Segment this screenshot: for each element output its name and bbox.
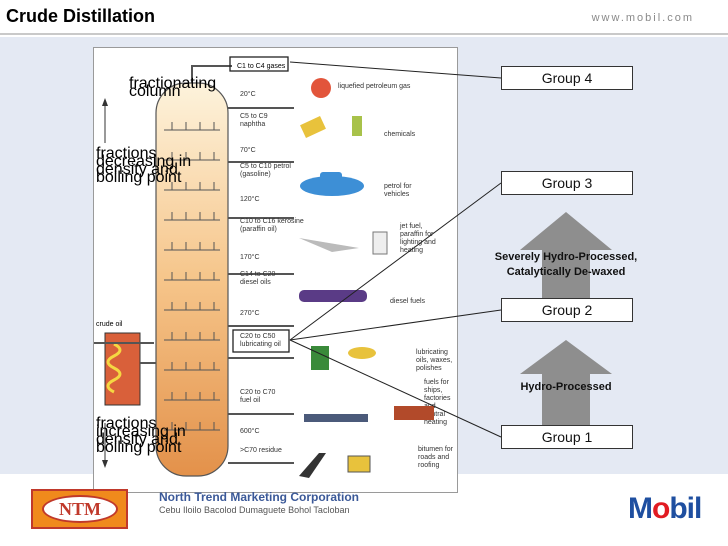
fraction-label: C20 to C70	[240, 389, 276, 396]
product-use-label: lighting and	[400, 239, 436, 246]
fractions-down-label: density and	[96, 431, 178, 448]
fractions-up-label: decreasing in	[96, 153, 191, 170]
column-trays	[164, 122, 220, 431]
column-tray	[164, 152, 220, 161]
company-cities: Cebu Iloilo Bacolod Dumaguete Bohol Tacl…	[159, 505, 350, 515]
ntm-logo: NTM	[31, 489, 128, 529]
severe-process-line-2: Catalytically De-waxed	[506, 266, 626, 278]
temperature-label: 600°C	[240, 427, 260, 435]
product-use-label: heating	[424, 419, 447, 426]
fraction-label: fuel oil	[240, 397, 261, 404]
fractions-up-label: fractions	[96, 145, 156, 162]
product-use-label: roads and	[418, 454, 449, 461]
chemicals-icon	[300, 116, 326, 138]
column-tray	[164, 122, 220, 131]
temperature-label: 20°C	[240, 90, 256, 98]
product-use-label: petrol for	[384, 183, 412, 190]
column-tray	[164, 242, 220, 251]
group-1-box: Group 1	[501, 425, 633, 449]
product-use-label: chemicals	[384, 131, 416, 138]
product-use-label: liquefied petroleum gas	[338, 83, 411, 90]
temperature-label: 270°C	[240, 309, 260, 317]
mobil-logo: Mobil	[628, 492, 702, 526]
crude-oil-label: crude oil	[96, 321, 123, 328]
group-2-box: Group 2	[501, 298, 633, 322]
column-tray	[164, 272, 220, 281]
temperature-label: 170°C	[240, 253, 260, 261]
fractions-up-label: density and	[96, 161, 178, 178]
column-tray	[164, 302, 220, 311]
ship-icon	[304, 414, 368, 422]
column-tray	[164, 422, 220, 431]
column-tray	[164, 332, 220, 341]
fraction-label: (gasoline)	[240, 171, 271, 178]
lpg-cylinder-icon	[311, 78, 331, 98]
product-use-label: polishes	[416, 365, 442, 372]
column-tray	[164, 212, 220, 221]
lubricating-highlight-box	[232, 329, 290, 353]
fraction-label: C10 to C16 kerosine	[240, 218, 304, 225]
column-label: fractionating	[129, 75, 216, 92]
road-icon	[299, 453, 326, 478]
product-use-label: paraffin for	[400, 231, 434, 238]
column-tray	[164, 392, 220, 401]
hydro-process-label: Hydro-Processed	[520, 381, 612, 393]
fractions-down-label: fractions	[96, 415, 156, 432]
fraction-label: naphtha	[240, 121, 265, 128]
fraction-label: C14 to C20	[240, 271, 276, 278]
fractions-down-label: increasing in	[96, 423, 186, 440]
fraction-label: diesel oils	[240, 279, 271, 286]
product-use-label: fuels for	[424, 379, 450, 386]
temperature-label: 120°C	[240, 195, 260, 203]
furnace	[104, 332, 141, 406]
column-tray	[164, 182, 220, 191]
gases-highlight-box	[229, 56, 289, 72]
product-use-label: bitumen for	[418, 446, 454, 453]
oil-can-icon	[311, 346, 329, 370]
column-tray	[164, 362, 220, 371]
fraction-label: (paraffin oil)	[240, 226, 277, 233]
product-use-label: lubricating	[416, 349, 448, 356]
severe-process-line-1: Severely Hydro-Processed,	[494, 251, 638, 263]
house-icon	[347, 455, 371, 473]
fraction-label: C20 to C50	[240, 333, 276, 340]
product-use-label: heating	[400, 247, 423, 254]
output-pipes	[228, 107, 294, 464]
severe-process-label: Severely Hydro-Processed, Catalytically …	[476, 250, 656, 280]
fraction-label: C5 to C10 petrol	[240, 163, 291, 170]
product-use-label: roofing	[418, 462, 440, 469]
fractions-down-label: boiling point	[96, 439, 182, 456]
group-3-box: Group 3	[501, 171, 633, 195]
header-divider	[0, 33, 728, 35]
severe-process-arrow	[520, 212, 612, 310]
product-use-label: diesel fuels	[390, 298, 426, 305]
train-icon	[299, 290, 367, 302]
mobil-logo-text: Mobil	[628, 492, 702, 525]
fraction-label: >C70 residue	[240, 447, 282, 454]
product-use-label: factories	[424, 395, 451, 402]
hydro-process-arrow	[520, 340, 612, 426]
fraction-label: C5 to C9	[240, 113, 268, 120]
group-4-box: Group 4	[501, 66, 633, 90]
product-use-label: vehicles	[384, 191, 410, 198]
fractions-up-label: boiling point	[96, 169, 182, 186]
header-url: www.mobil.com	[591, 12, 694, 24]
column-label: column	[129, 83, 181, 100]
product-use-label: jet fuel,	[399, 223, 423, 230]
temperature-label: 70°C	[240, 146, 256, 154]
product-use-label: oils, waxes,	[416, 357, 452, 364]
company-name: North Trend Marketing Corporation	[159, 490, 360, 504]
jet-icon	[299, 238, 359, 252]
top-product-label: C1 to C4 gases	[237, 63, 286, 70]
product-use-label: ships,	[424, 387, 442, 394]
fraction-label: lubricating oil	[240, 341, 281, 348]
page-title: Crude Distillation	[6, 6, 156, 26]
ntm-logo-text: NTM	[42, 495, 118, 523]
